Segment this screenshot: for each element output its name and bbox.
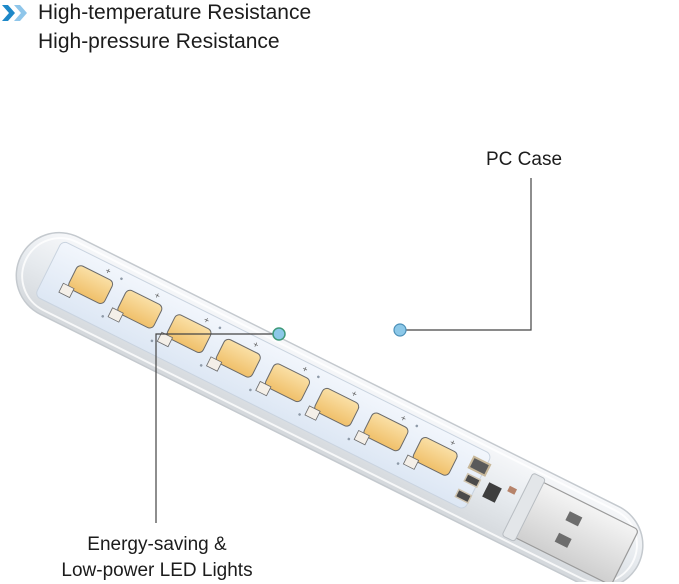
svg-text:+: + (202, 314, 211, 325)
pc-case-label: PC Case (486, 149, 563, 170)
feature-high-pressure: High-pressure Resistance (38, 30, 280, 53)
double-chevron-right-icon (2, 5, 27, 21)
svg-text:+: + (350, 388, 359, 399)
led-label-line1: Energy-saving & (87, 534, 227, 555)
pc-case-marker-dot (393, 323, 407, 337)
feature-high-temperature: High-temperature Resistance (38, 1, 312, 24)
led-label-line2: Low-power LED Lights (61, 560, 253, 581)
svg-text:+: + (399, 413, 408, 424)
svg-text:+: + (153, 290, 162, 301)
led-lights-label: Energy-saving & Low-power LED Lights (45, 532, 269, 584)
led-marker-dot (272, 327, 286, 341)
svg-text:+: + (448, 437, 457, 448)
svg-text:+: + (300, 363, 309, 374)
svg-text:+: + (104, 265, 113, 276)
